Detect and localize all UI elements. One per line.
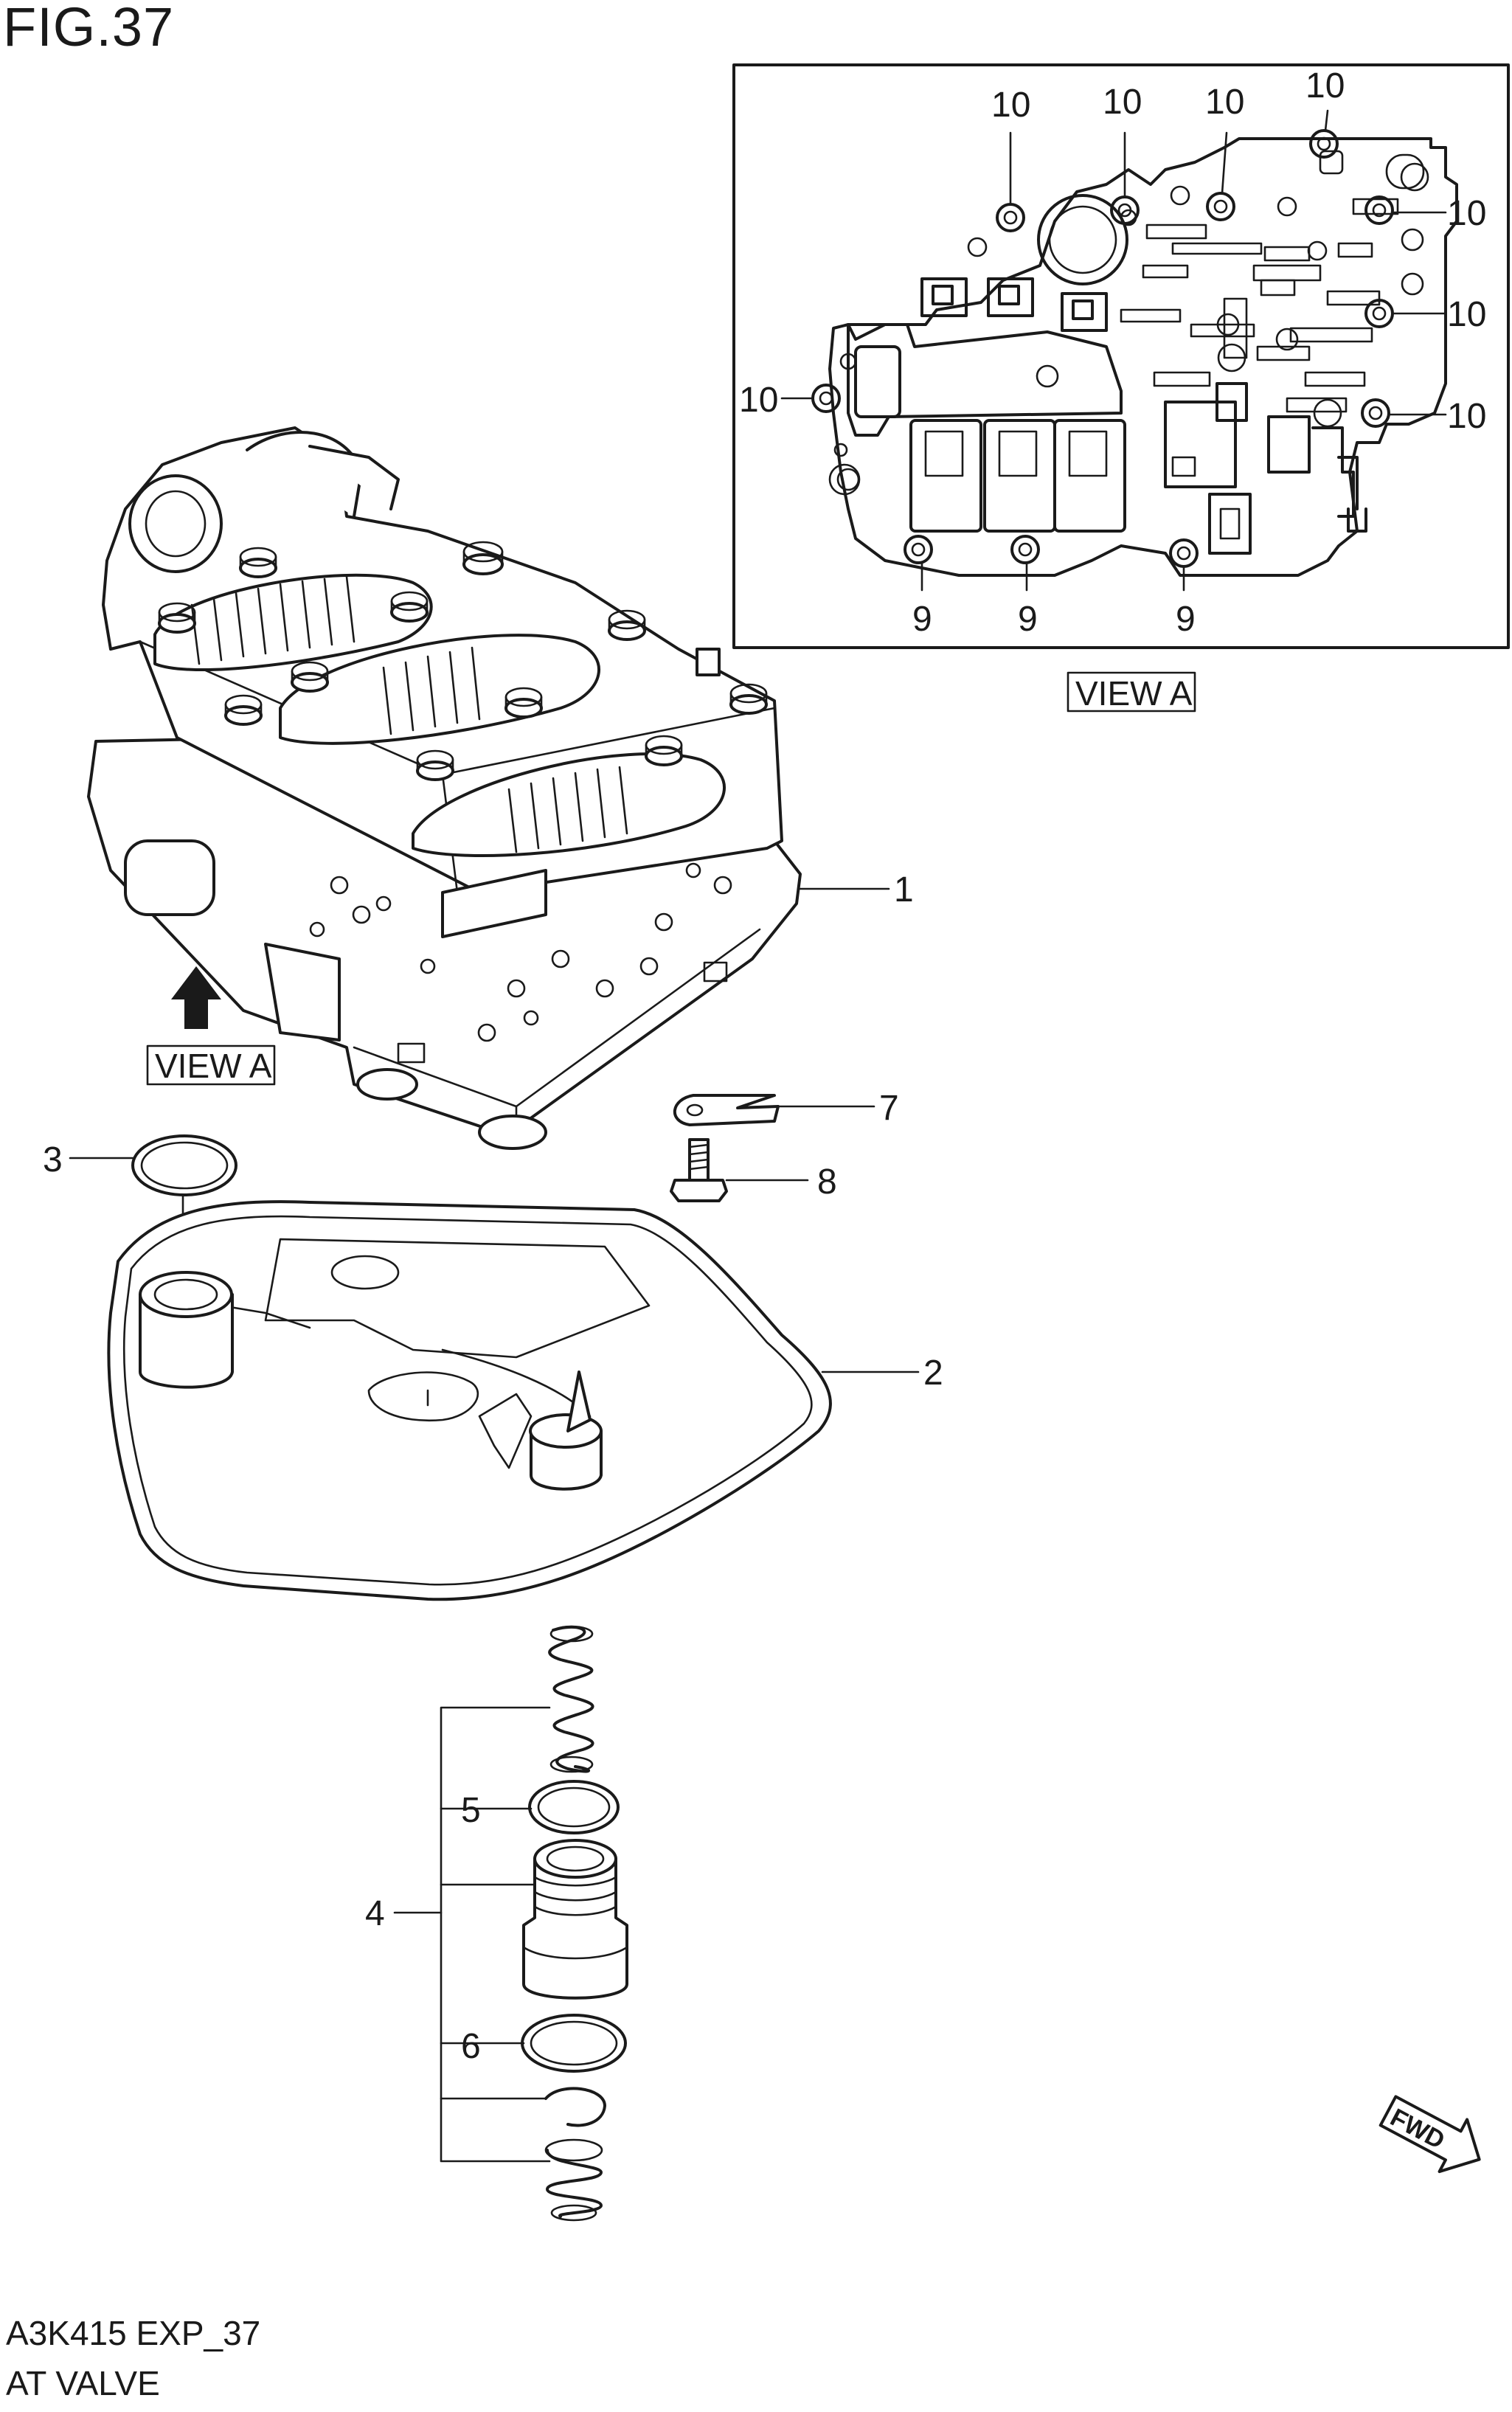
part-1-valve-body	[87, 426, 890, 1150]
part-5-o-ring	[528, 1780, 620, 1834]
callout-1: 1	[894, 870, 914, 909]
figure-title: FIG.37	[3, 0, 175, 58]
spool-row-1	[153, 573, 433, 672]
callout-6: 6	[461, 2027, 481, 2066]
callout-4: 4	[365, 1894, 385, 1933]
callout-9-c: 9	[1176, 600, 1196, 639]
part-4-snap-ring	[544, 2087, 606, 2127]
view-a-frame	[732, 63, 1510, 649]
part-4-spring-upper	[548, 1625, 594, 1773]
spool-row-3	[412, 752, 726, 857]
part-7-clamp	[673, 1094, 875, 1126]
callout-8: 8	[817, 1162, 837, 1202]
callout-10-h: 10	[739, 381, 778, 420]
view-a-arrow	[171, 966, 221, 1029]
valve-body-bottom-view	[811, 129, 1458, 577]
callout-5: 5	[461, 1791, 481, 1830]
callout-10-f: 10	[1447, 295, 1486, 334]
callout-10-c: 10	[1205, 83, 1244, 122]
callout-10-b: 10	[1103, 83, 1142, 122]
callout-2: 2	[923, 1354, 943, 1393]
callout-9-a: 9	[912, 600, 932, 639]
part-4-assembly	[393, 1625, 628, 2222]
part-8-bolt	[670, 1138, 809, 1202]
view-a-leaders	[780, 109, 1447, 592]
fwd-direction-arrow: FWD	[1379, 2095, 1481, 2174]
part-4-sleeve	[522, 1839, 628, 2000]
view-a-caption-box	[1067, 671, 1196, 713]
callout-3: 3	[43, 1140, 63, 1179]
view-a-inset: 10 10 10 10 10 10 10 10 9 9 9 VIEW A	[732, 63, 1510, 713]
part-4-spring-lower	[544, 2138, 603, 2222]
callout-7: 7	[879, 1089, 899, 1128]
callout-9-b: 9	[1018, 600, 1038, 639]
callout-10-g: 10	[1447, 397, 1486, 436]
view-a-arrow-box	[146, 1044, 276, 1086]
callout-10-d: 10	[1305, 66, 1345, 105]
part-6-o-ring	[521, 2014, 627, 2073]
view-a-caption: VIEW A	[1075, 674, 1193, 713]
plate-holes	[309, 862, 732, 1042]
footer-diagram-code: A3K415 EXP_37	[6, 2314, 261, 2352]
footer-diagram-name: AT VALVE	[6, 2364, 160, 2402]
callout-10-a: 10	[991, 86, 1030, 125]
valve-body-bolts	[158, 541, 768, 781]
view-a-arrow-caption: VIEW A	[155, 1047, 272, 1085]
part-2-strainer	[107, 1200, 920, 1601]
callout-10-e: 10	[1447, 194, 1486, 233]
